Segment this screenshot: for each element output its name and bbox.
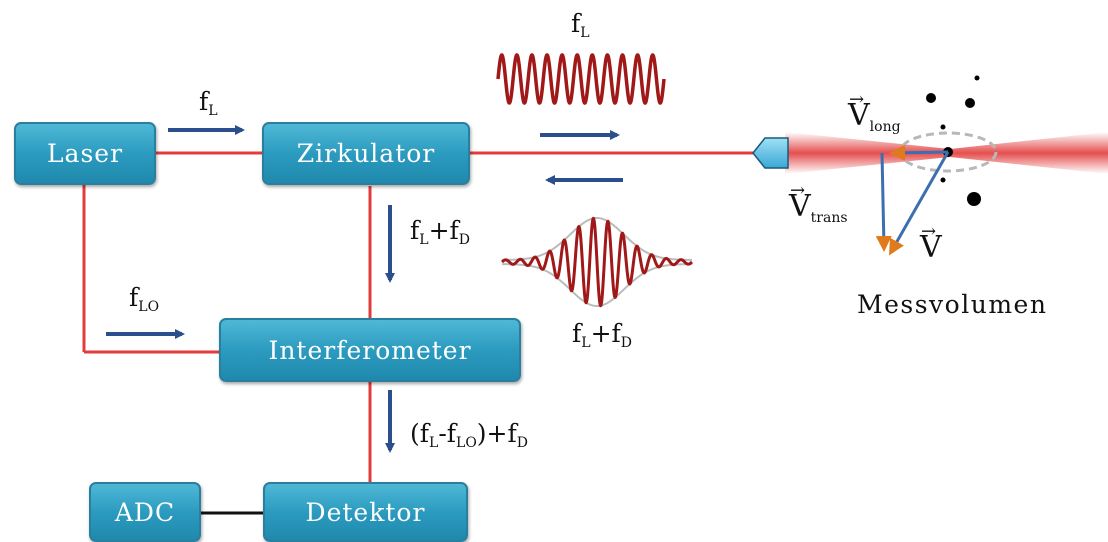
particle: [967, 192, 981, 206]
interferometer-block[interactable]: Interferometer: [219, 318, 521, 382]
vector-arrow-glyph: →: [921, 221, 937, 242]
particles: [926, 75, 981, 206]
vector-long: [889, 144, 949, 161]
label-v-total: →V: [920, 221, 942, 265]
vector-arrow-glyph: →: [849, 89, 865, 110]
interferometer-label: Interferometer: [268, 335, 472, 365]
wave-packet: [501, 216, 693, 308]
emitted-wave: [496, 53, 666, 105]
measurement-volume-label: Messvolumen: [857, 290, 1048, 319]
particle: [940, 177, 946, 183]
vector-total: [889, 151, 950, 256]
probe-head-icon: [752, 137, 789, 169]
label-laser-frequency: fL: [199, 87, 218, 119]
label-detector-frequency: (fL-fLO)+fD: [410, 419, 528, 451]
laser-block[interactable]: Laser: [14, 122, 156, 185]
label-v-long: →Vlong: [848, 89, 901, 135]
particle: [926, 93, 936, 103]
label-returned-frequency: fL+fD: [410, 216, 470, 248]
label-lo-frequency: fLO: [129, 283, 160, 315]
label-emitted-frequency: fL: [571, 9, 590, 41]
particle: [974, 75, 980, 81]
zirkulator-block[interactable]: Zirkulator: [262, 122, 470, 185]
label-packet-frequency: fL+fD: [572, 319, 632, 351]
signal-arrows: [106, 125, 623, 453]
adc-block[interactable]: ADC: [89, 482, 201, 542]
laser-label: Laser: [46, 139, 124, 168]
particle: [965, 98, 975, 108]
vector-trans: [875, 152, 892, 252]
fiber-lines: [82, 151, 760, 482]
velocity-vectors: [875, 144, 950, 256]
adc-label: ADC: [114, 497, 176, 527]
detektor-label: Detektor: [305, 497, 426, 527]
particle: [940, 124, 946, 130]
detektor-block[interactable]: Detektor: [263, 482, 468, 542]
label-v-trans: →Vtrans: [789, 180, 848, 226]
zirkulator-label: Zirkulator: [296, 139, 436, 168]
vector-arrow-glyph: →: [790, 180, 806, 201]
